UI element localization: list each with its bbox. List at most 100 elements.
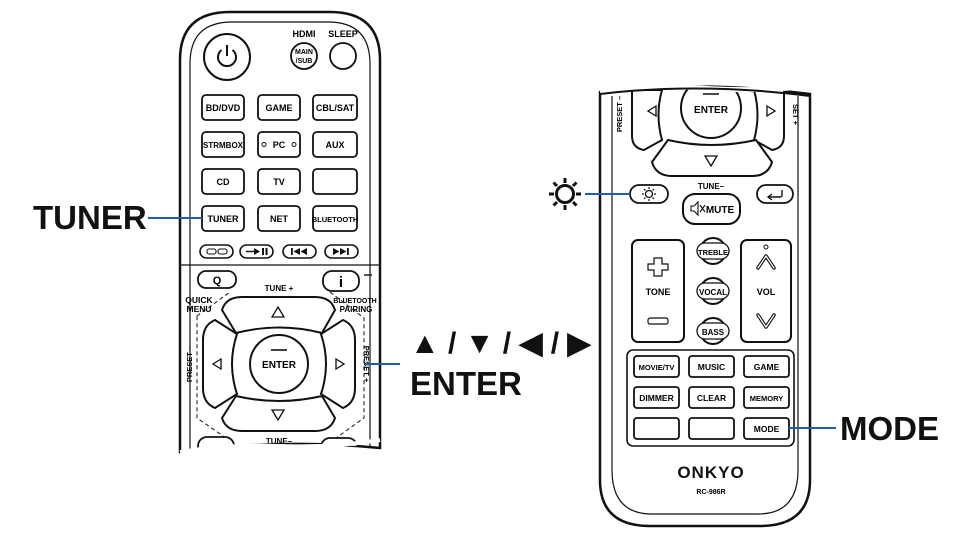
input-button-bluetooth[interactable]: BLUETOOTH	[312, 205, 359, 232]
game-label-right: GAME	[754, 362, 780, 372]
bt-pairing-label-2: PAIRING	[340, 305, 373, 314]
music-button[interactable]: MUSIC	[688, 355, 735, 378]
enter-button-left[interactable]: ENTER	[249, 334, 309, 394]
strmbox-label: STRMBOX	[203, 141, 244, 150]
enter-label-right: ENTER	[694, 105, 729, 116]
callout-lines	[148, 193, 836, 429]
tuner-callout: TUNER	[33, 199, 147, 236]
bluetooth-label: BLUETOOTH	[312, 215, 359, 224]
dpad-right-button-right[interactable]	[752, 89, 785, 152]
dpad-right-button[interactable]	[319, 318, 356, 410]
right-arrow-icon	[335, 357, 346, 371]
dimmer-label: DIMMER	[639, 393, 673, 403]
brightness-callout-icon	[549, 178, 581, 210]
input-button-strmbox[interactable]: STRMBOX	[201, 131, 245, 158]
blank-button-1[interactable]	[633, 417, 680, 440]
up-arrow-icon	[270, 305, 286, 318]
tone-rocker[interactable]: TONE	[631, 239, 685, 343]
tv-label: TV	[273, 177, 285, 187]
down-arrow-icon	[270, 409, 286, 422]
repeat-button[interactable]	[199, 244, 234, 259]
enter-callout: ENTER	[410, 365, 522, 402]
tuner-button-label: TUNER	[208, 214, 239, 224]
next-button[interactable]	[324, 244, 359, 259]
main-label: MAIN	[295, 49, 313, 56]
i-button[interactable]: i	[322, 270, 360, 292]
dpad-down-button[interactable]	[220, 394, 337, 432]
vocal-button[interactable]: VOCAL	[696, 277, 730, 305]
minus-icon	[647, 317, 669, 325]
mute-label: MUTE	[706, 205, 735, 216]
vocal-label: VOCAL	[699, 288, 727, 297]
quick-menu-label-2: MENU	[186, 304, 211, 314]
bass-button[interactable]: BASS	[696, 317, 730, 345]
previous-button[interactable]	[282, 244, 317, 259]
bass-label: BASS	[702, 328, 725, 337]
enter-button-right[interactable]: ENTER	[680, 78, 742, 139]
tone-label: TONE	[646, 287, 671, 297]
arrows-callout: ▲ / ▼ / ◀ / ▶	[410, 327, 591, 360]
dpad-up-button[interactable]	[220, 296, 337, 335]
mode-button[interactable]: MODE	[743, 417, 790, 440]
game-label: GAME	[266, 103, 293, 113]
mute-button[interactable]: MUTE	[682, 193, 741, 225]
sleep-button[interactable]	[329, 42, 357, 70]
input-button-aux[interactable]: AUX	[312, 131, 358, 158]
input-button-bd-dvd[interactable]: BD/DVD	[201, 94, 245, 121]
plus-icon	[647, 257, 669, 277]
input-button-game[interactable]: GAME	[257, 94, 301, 121]
dimmer-button[interactable]: DIMMER	[633, 386, 680, 409]
pc-label: PC	[273, 140, 286, 150]
input-button-tv[interactable]: TV	[257, 168, 301, 195]
left-remote: HDMI MAIN /SUB SLEEP BD/DVD GAME CBL/SAT…	[178, 10, 382, 454]
q-label: Q	[213, 275, 222, 287]
music-label: MUSIC	[698, 362, 725, 372]
memory-button[interactable]: MEMORY	[743, 386, 790, 409]
clear-button[interactable]: CLEAR	[688, 386, 735, 409]
clear-label: CLEAR	[697, 393, 726, 403]
treble-button[interactable]: TREBLE	[696, 237, 730, 265]
volume-down-icon	[756, 313, 776, 329]
preset-plus-label-right: SET +	[791, 104, 800, 126]
tune-minus-label-right: TUNE–	[698, 182, 725, 191]
cbl-sat-label: CBL/SAT	[316, 103, 355, 113]
dpad-down-button-right[interactable]	[650, 138, 774, 177]
input-button-cbl-sat[interactable]: CBL/SAT	[312, 94, 358, 121]
movie-tv-label: MOVIE/TV	[639, 363, 675, 372]
volume-rocker[interactable]: VOL	[740, 239, 792, 343]
preset-minus-label-left: PRESET –	[185, 346, 194, 382]
brightness-button[interactable]	[629, 184, 669, 204]
repeat-icon	[206, 248, 228, 255]
down-arrow-icon-right	[703, 155, 719, 168]
power-button[interactable]	[203, 33, 251, 81]
sub-label: /SUB	[296, 58, 313, 65]
play-pause-button[interactable]	[239, 244, 274, 259]
play-pause-icon	[246, 248, 268, 255]
input-button-blank[interactable]	[312, 168, 358, 195]
blank-button-2[interactable]	[688, 417, 735, 440]
power-icon	[217, 45, 237, 68]
treble-label: TREBLE	[698, 248, 728, 257]
right-remote: ENTER PRESET – SET + TUNE–	[598, 78, 812, 528]
bd-dvd-label: BD/DVD	[206, 103, 241, 113]
dpad-left-button[interactable]	[202, 318, 239, 410]
next-icon	[333, 248, 349, 255]
return-button-right[interactable]	[756, 184, 794, 204]
input-button-tuner[interactable]: TUNER	[201, 205, 245, 232]
tune-plus-label: TUNE +	[265, 284, 294, 293]
main-sub-button[interactable]: MAIN /SUB	[290, 42, 318, 70]
q-button[interactable]: Q	[197, 270, 237, 289]
left-arrow-icon-right	[646, 104, 657, 118]
net-label: NET	[270, 214, 289, 224]
game-button-right[interactable]: GAME	[743, 355, 790, 378]
left-remote-inner-border	[189, 21, 371, 446]
movie-tv-button[interactable]: MOVIE/TV	[633, 355, 680, 378]
input-button-cd[interactable]: CD	[201, 168, 245, 195]
return-icon-right	[766, 190, 783, 201]
enter-label-left: ENTER	[262, 360, 297, 371]
dpad-left-button-right[interactable]	[631, 89, 664, 152]
input-button-pc[interactable]: PC	[257, 131, 301, 158]
input-button-net[interactable]: NET	[257, 205, 301, 232]
hdmi-label: HDMI	[293, 29, 316, 39]
